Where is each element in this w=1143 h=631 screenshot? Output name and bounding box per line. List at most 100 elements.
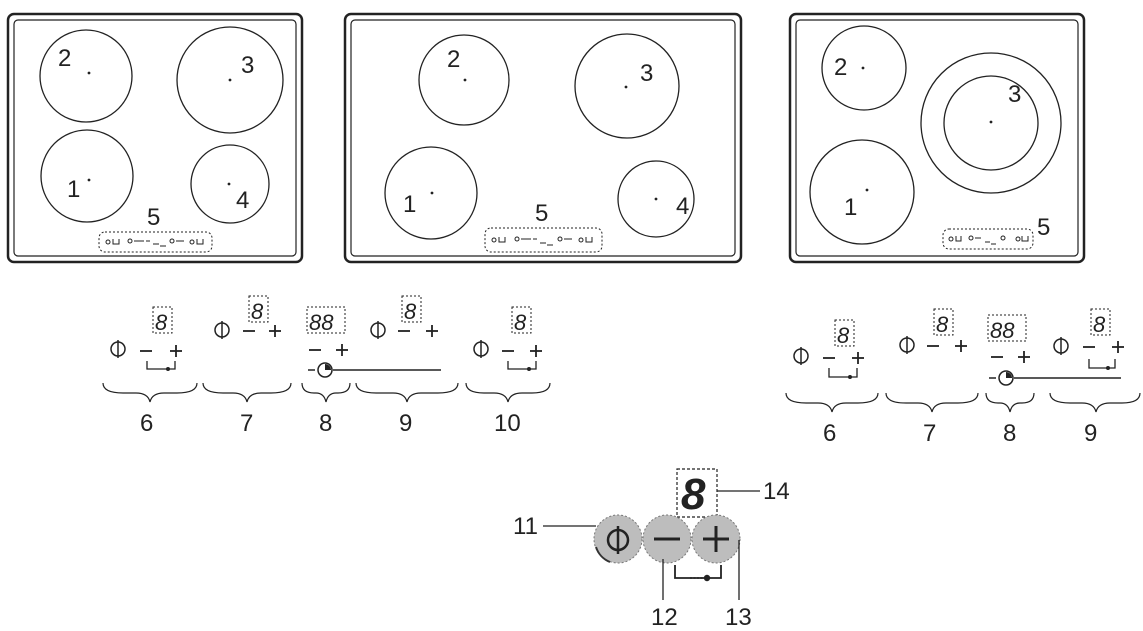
detail-callout-14: 14 — [763, 478, 790, 505]
detail-callout-12: 12 — [651, 604, 678, 631]
hob-2-zone-2-center — [463, 78, 467, 82]
left-g10-plus-icon — [530, 345, 542, 357]
left-g6-display-box — [152, 306, 173, 334]
hob-3-zone-1-center — [865, 188, 869, 192]
left-g9-brace — [355, 382, 459, 403]
right-g9-brace — [1049, 392, 1141, 413]
right-g6-key-lock-icon — [828, 368, 858, 379]
right-g7-plus-icon — [955, 340, 967, 352]
hob-1-zone-2 — [39, 29, 133, 123]
hob-2-zone-4 — [617, 160, 695, 238]
hob-1-zone-3-label: 3 — [241, 52, 254, 79]
hob-3-zone-2-label: 2 — [834, 54, 847, 81]
hob-2-zone-1-label: 1 — [403, 191, 416, 218]
right-group-8: 88 8 — [985, 314, 1121, 447]
left-g8-label: 8 — [319, 410, 332, 437]
right-g6-display-box — [834, 319, 855, 347]
right-g9-display-box — [1090, 308, 1111, 336]
hob-2-zone-2 — [418, 34, 510, 126]
right-g6-label: 6 — [823, 420, 836, 447]
hob-2-zone-1-center — [430, 191, 434, 195]
hob-3-zone-2-center — [861, 66, 865, 70]
right-g7-label: 7 — [923, 420, 936, 447]
left-g10-key-lock-icon — [507, 361, 537, 371]
left-group-10: 8 10 — [465, 306, 551, 437]
hob-1-zone-3 — [176, 26, 284, 134]
detail-plus-icon — [703, 526, 729, 552]
hob-1-panel-label: 5 — [147, 204, 160, 231]
right-g9-plus-icon — [1112, 341, 1124, 353]
hob-1-panel-symbols — [105, 238, 204, 247]
detail-callout-11: 11 — [513, 513, 538, 540]
hob-2-zone-4-label: 4 — [676, 193, 689, 220]
left-g9-label: 9 — [399, 410, 412, 437]
hob-1-outer-frame — [6, 12, 304, 264]
detail-minus-button[interactable] — [642, 514, 692, 564]
left-group-6: 8 6 — [102, 306, 198, 437]
hob-2-zone-3-center — [624, 85, 628, 89]
left-g7-label: 7 — [240, 410, 253, 437]
hob-2-zone-1 — [384, 146, 478, 240]
hob-1-zone-1-label: 1 — [67, 176, 80, 203]
hob-2-panel-label: 5 — [535, 200, 548, 227]
detail-plus-button[interactable] — [691, 514, 741, 564]
right-g6-plus-icon — [852, 352, 864, 364]
right-g6-display-digit: 8 — [837, 323, 850, 348]
right-g9-power-icon — [1053, 337, 1069, 355]
left-g7-brace — [202, 382, 292, 403]
right-g6-power-icon — [793, 347, 809, 365]
hob-2-zone-2-label: 2 — [447, 46, 460, 73]
hob-1-inner-frame — [13, 19, 297, 257]
hob-2-zone-3-label: 3 — [640, 60, 653, 87]
right-group-9: 8 9 — [1049, 308, 1141, 447]
detail-power-icon — [606, 526, 630, 554]
hob-1-control-panel — [98, 231, 213, 253]
detail-key-lock-icon — [674, 565, 722, 582]
right-group-7: 8 7 — [885, 308, 979, 447]
left-g9-plus-icon — [426, 325, 438, 337]
hob-1: 2 3 1 4 5 — [6, 12, 304, 264]
right-g8-timer-icon — [989, 370, 1014, 386]
hob-3-outer-frame — [788, 12, 1086, 264]
hob-2: 2 3 1 4 5 — [343, 12, 743, 264]
hob-3-zone-2 — [821, 25, 907, 111]
hob-3-panel-label: 5 — [1037, 214, 1050, 241]
detail-control: 8 14 11 1 — [513, 468, 790, 631]
right-g6-brace — [785, 392, 879, 413]
right-g8-display-digits: 88 — [990, 318, 1015, 343]
left-g6-label: 6 — [140, 410, 153, 437]
left-g10-display-digit: 8 — [514, 310, 527, 335]
left-g6-power-icon — [110, 340, 126, 358]
right-g7-power-icon — [899, 336, 915, 354]
hob-3-zone-3-outer — [920, 52, 1062, 194]
left-g7-display-box — [248, 295, 269, 323]
hob-3-zone-3-center — [989, 120, 993, 124]
left-g9-power-icon — [370, 321, 386, 339]
hob-1-zone-2-label: 2 — [58, 45, 71, 72]
left-g10-power-icon — [473, 340, 489, 358]
left-g8-plus-icon — [336, 344, 348, 356]
left-g7-display-digit: 8 — [251, 299, 264, 324]
right-g8-plus-icon — [1018, 351, 1030, 363]
left-group-7: 8 7 — [202, 295, 292, 437]
detail-power-button[interactable] — [593, 514, 643, 564]
left-g6-display-digit: 8 — [155, 310, 168, 335]
left-g8-brace — [301, 382, 351, 403]
hob-2-inner-frame — [350, 19, 736, 257]
hob-1-zone-1-center — [87, 178, 91, 182]
hob-2-panel-symbols — [491, 236, 593, 246]
detail-display-digit: 8 — [681, 470, 706, 519]
hob-3-inner-frame — [795, 19, 1079, 257]
control-groups-left: 8 6 8 7 8 8 8 — [102, 295, 551, 437]
right-g9-key-lock-icon — [1088, 359, 1116, 370]
right-g9-display-digit: 8 — [1093, 312, 1106, 337]
left-g6-plus-icon — [170, 345, 182, 357]
hob-1-zone-4 — [190, 144, 270, 224]
hob-3-zone-1 — [809, 139, 915, 245]
left-g9-display-digit: 8 — [404, 299, 417, 324]
right-g8-brace — [985, 392, 1035, 413]
right-group-6: 8 6 — [785, 319, 879, 447]
left-g7-plus-icon — [269, 325, 281, 337]
hob-2-zone-3 — [574, 33, 680, 139]
